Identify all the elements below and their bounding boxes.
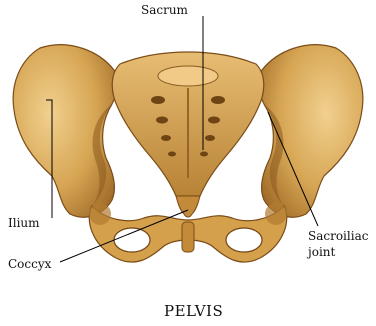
ilium-label: Ilium <box>8 216 40 230</box>
right-obturator-foramen <box>226 228 262 252</box>
left-ilium <box>13 45 118 218</box>
coccyx-label: Coccyx <box>8 257 52 271</box>
sacroiliac-label-line2: joint <box>306 245 336 259</box>
sacral-promontory <box>158 66 218 86</box>
left-obturator-foramen <box>114 228 150 252</box>
right-acetabulum <box>265 203 287 225</box>
left-acetabulum <box>89 203 111 225</box>
sacroiliac-label-line1: Sacroiliac <box>308 229 369 243</box>
pubic-symphysis <box>182 222 194 252</box>
right-ilium <box>258 45 363 218</box>
sacrum-label: Sacrum <box>141 3 189 17</box>
diagram-title: PELVIS <box>164 302 223 320</box>
